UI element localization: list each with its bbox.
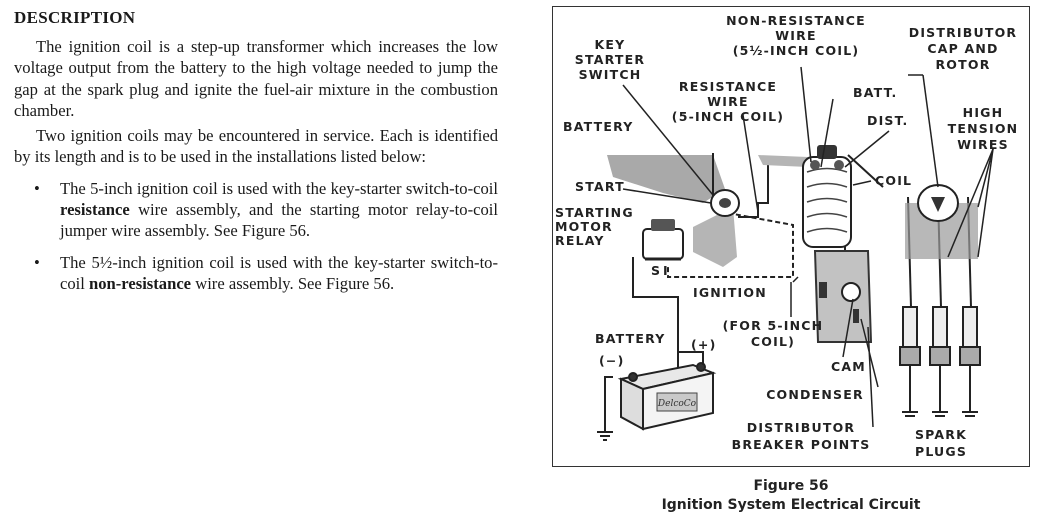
bullet-icon: • <box>34 178 40 198</box>
label-relay-i: I <box>663 263 669 278</box>
label-high-tension-wires: HIGH <box>963 105 1004 120</box>
condenser <box>819 282 827 298</box>
svg-text:WIRE: WIRE <box>707 94 748 109</box>
battery-positive-cable <box>679 351 704 365</box>
section-heading: DESCRIPTION <box>14 8 136 27</box>
svg-text:RELAY: RELAY <box>555 233 605 248</box>
coil-wiring-shading <box>758 155 808 167</box>
ignition-circuit-diagram: KEY STARTER SWITCH NON-RESISTANCE WIRE (… <box>552 6 1030 467</box>
label-condenser: CONDENSER <box>766 387 864 402</box>
bullet-text-bold: non-resistance <box>89 273 192 293</box>
figure-caption-title: Ignition System Electrical Circuit <box>661 497 921 513</box>
label-start: START <box>575 179 625 194</box>
bullet-text-post: wire assembly. See Figure 56. <box>191 273 395 293</box>
svg-text:CAP AND: CAP AND <box>927 41 998 56</box>
bullet-text-pre: The 5½-inch ignition coil is used with t… <box>60 252 498 293</box>
distributor-cam <box>841 282 861 302</box>
paragraph-two-coils: Two ignition coils may be encountered in… <box>14 126 498 167</box>
description-section: DESCRIPTION The ignition coil is a step-… <box>14 8 498 304</box>
list-item: • The 5½-inch ignition coil is used with … <box>34 252 498 295</box>
label-relay-s: S <box>651 263 661 278</box>
relay-battery-wire <box>632 257 679 417</box>
svg-text:(5½-INCH COIL): (5½-INCH COIL) <box>733 43 860 58</box>
label-battery-bottom: BATTERY <box>595 331 666 346</box>
spark-plugs <box>899 306 981 417</box>
breaker-points <box>853 309 859 323</box>
svg-text:WIRE: WIRE <box>775 28 816 43</box>
diagram-labels: KEY STARTER SWITCH NON-RESISTANCE WIRE (… <box>555 13 1019 459</box>
list-item: • The 5-inch ignition coil is used with t… <box>34 178 498 242</box>
svg-text:ROTOR: ROTOR <box>935 57 990 72</box>
bullet-text-pre: The 5-inch ignition coil is used with th… <box>60 178 498 198</box>
bullet-text-bold: resistance <box>60 200 130 220</box>
label-for-5inch-coil: (FOR 5-INCH <box>723 318 824 333</box>
label-battery-top: BATTERY <box>563 119 634 134</box>
figure-caption-number: Figure 56 <box>753 478 829 494</box>
label-minus: (−) <box>599 353 625 368</box>
label-coil: COIL <box>875 173 912 188</box>
label-nonresistance-wire: NON-RESISTANCE <box>726 13 866 28</box>
battery-brand-logo: DelcoCo <box>657 399 697 409</box>
label-batt: BATT. <box>853 85 897 100</box>
label-ignition: IGNITION <box>693 285 767 300</box>
diagram-svg: KEY STARTER SWITCH NON-RESISTANCE WIRE (… <box>555 13 1019 459</box>
svg-text:MOTOR: MOTOR <box>555 219 613 234</box>
label-cam: CAM <box>831 359 866 374</box>
svg-text:(5-INCH COIL): (5-INCH COIL) <box>672 109 784 124</box>
resistance-wire-dashed <box>667 212 794 278</box>
svg-text:TENSION: TENSION <box>948 121 1019 136</box>
coil-list: • The 5-inch ignition coil is used with t… <box>14 178 498 294</box>
svg-text:WIRES: WIRES <box>957 137 1009 152</box>
svg-text:SWITCH: SWITCH <box>579 67 642 82</box>
relay-wiring-shading <box>693 207 737 267</box>
ht-wires-shading <box>905 203 978 259</box>
paragraph-coil-function: The ignition coil is a step-up transform… <box>14 37 498 120</box>
battery-cable-shading <box>607 155 725 203</box>
svg-text:STARTER: STARTER <box>575 52 645 67</box>
svg-text:BREAKER POINTS: BREAKER POINTS <box>732 437 871 452</box>
bullet-icon: • <box>34 252 40 272</box>
svg-text:COIL): COIL) <box>751 334 795 349</box>
label-starting-motor-relay: STARTING <box>555 205 634 220</box>
ignition-wire <box>738 158 813 218</box>
label-spark-plugs: SPARK <box>915 427 967 442</box>
battery <box>617 362 717 431</box>
battery-negative-ground <box>604 376 613 432</box>
label-key-starter-switch: KEY <box>595 37 626 52</box>
svg-text:PLUGS: PLUGS <box>915 444 967 459</box>
label-distributor-cap: DISTRIBUTOR <box>909 25 1018 40</box>
label-plus: (+) <box>691 337 717 352</box>
label-resistance-wire: RESISTANCE <box>679 79 777 94</box>
label-breaker-points: DISTRIBUTOR <box>747 420 856 435</box>
label-dist: DIST. <box>867 113 908 128</box>
starting-motor-relay <box>642 228 684 260</box>
bullet-text-post: wire assembly, and the starting motor re… <box>60 200 498 241</box>
